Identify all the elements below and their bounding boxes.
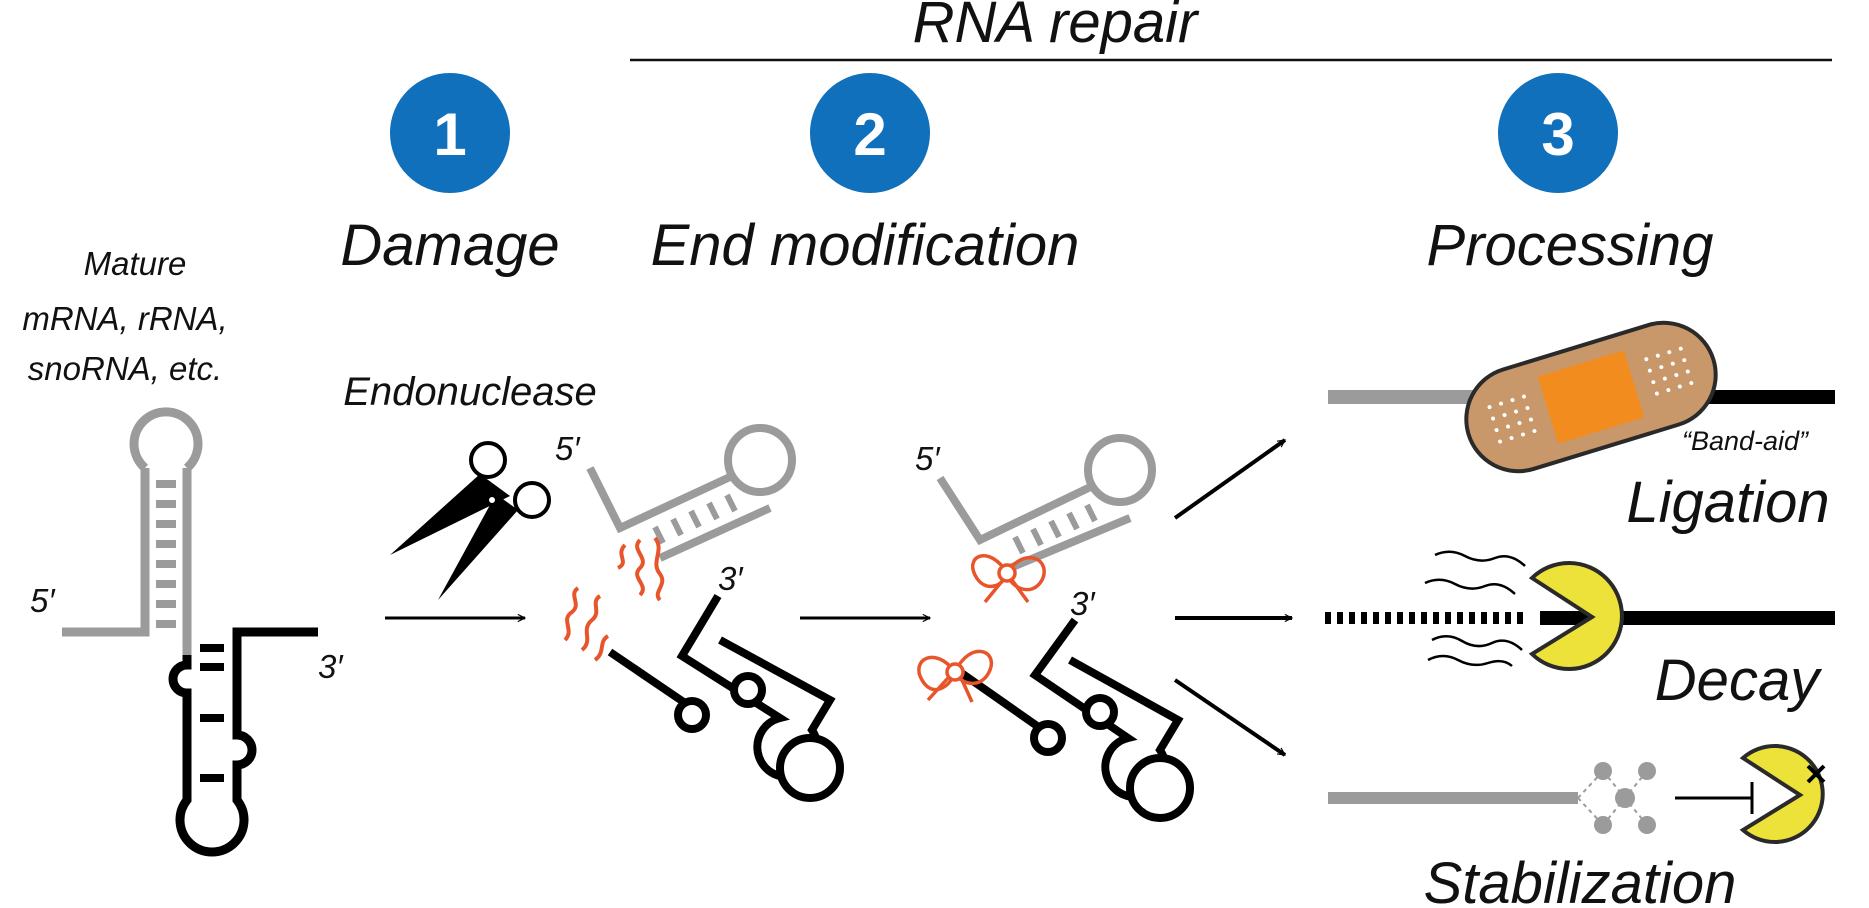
mature-label-line1: Mature	[84, 245, 187, 282]
step-2-badge	[810, 73, 930, 193]
modified-black-loop	[1126, 754, 1194, 822]
cleaved-gray-hairpin	[586, 466, 772, 562]
decay-label: Decay	[1655, 648, 1822, 713]
cleaved-three-prime: 3′	[718, 560, 744, 597]
mature-rna: Mature mRNA, rRNA, snoRNA, etc. 5′ 3′	[22, 245, 344, 857]
protective-cap-icon	[1577, 762, 1656, 834]
mature-black-stem	[168, 627, 318, 857]
modified-five-prime: 5′	[915, 440, 941, 477]
step-2-label: End modification	[651, 213, 1080, 278]
exonuclease-pacman-icon	[1528, 561, 1624, 671]
bandaid-note: “Band-aid”	[1682, 426, 1809, 456]
mature-label-line2: mRNA, rRNA,	[22, 300, 227, 337]
mature-three-prime: 3′	[318, 648, 344, 685]
bow-icon-top	[971, 554, 1046, 604]
mature-five-prime: 5′	[30, 582, 56, 619]
scissors-icon	[390, 441, 551, 600]
modified-gray-loop	[1084, 434, 1156, 506]
modified-black-tail	[957, 668, 1043, 732]
step-1: 1 Damage	[340, 73, 560, 278]
cleaved-black-loop	[776, 734, 844, 802]
arrow-to-ligation	[1173, 438, 1287, 520]
cleaved-orange-ends-bottom	[563, 586, 610, 662]
cleaved-gray-loop	[724, 424, 796, 496]
cleaved-orange-ends-top	[616, 536, 665, 602]
step-2: 2 End modification	[651, 73, 1080, 278]
endonuclease: Endonuclease	[343, 370, 597, 600]
modified-gray-basepairs	[1012, 503, 1098, 555]
step-1-number: 1	[433, 101, 466, 168]
decay-outcome: Decay	[1325, 550, 1835, 713]
rna-repair-header: RNA repair	[630, 0, 1832, 62]
stabilization-outcome: Stabilization	[1328, 744, 1826, 908]
cleaved-black-bulge-2	[730, 672, 766, 708]
step-3: 3 Processing	[1427, 73, 1714, 278]
modified-black-bulge-1	[1030, 720, 1066, 756]
modified-fragments: 5′ 3′	[915, 434, 1194, 822]
ligation-outcome: “Band-aid” Ligation	[1328, 320, 1835, 535]
cleaved-black-bulge-1	[674, 697, 710, 733]
ligation-label: Ligation	[1626, 470, 1829, 535]
step-1-label: Damage	[340, 213, 559, 278]
decay-fragments	[1424, 550, 1526, 667]
cleaved-five-prime: 5′	[555, 430, 581, 467]
mature-black-basepairs	[200, 644, 224, 782]
step-1-badge	[390, 73, 510, 193]
endonuclease-label: Endonuclease	[343, 370, 597, 414]
bandaid-icon	[1464, 320, 1718, 474]
mature-label-line3: snoRNA, etc.	[28, 350, 222, 387]
modified-gray-hairpin	[936, 475, 1132, 572]
cleaved-black-tail	[607, 648, 691, 709]
step-3-number: 3	[1541, 101, 1574, 168]
cleaved-fragments: 5′ 3′	[555, 424, 844, 802]
step-2-number: 2	[853, 101, 886, 168]
step-3-badge	[1498, 73, 1618, 193]
modified-three-prime: 3′	[1070, 585, 1096, 622]
bow-icon-bottom	[917, 649, 994, 703]
arrow-to-stabilization	[1173, 678, 1287, 757]
rna-repair-title: RNA repair	[913, 0, 1200, 55]
step-3-label: Processing	[1427, 213, 1714, 278]
mature-gray-basepairs	[156, 480, 176, 628]
mature-gray-hairpin	[62, 407, 203, 655]
modified-black-bulge-2	[1082, 694, 1118, 730]
stabilization-label: Stabilization	[1424, 851, 1737, 908]
cleaved-gray-basepairs	[652, 493, 738, 545]
inhibited-pacman-icon	[1739, 744, 1826, 844]
